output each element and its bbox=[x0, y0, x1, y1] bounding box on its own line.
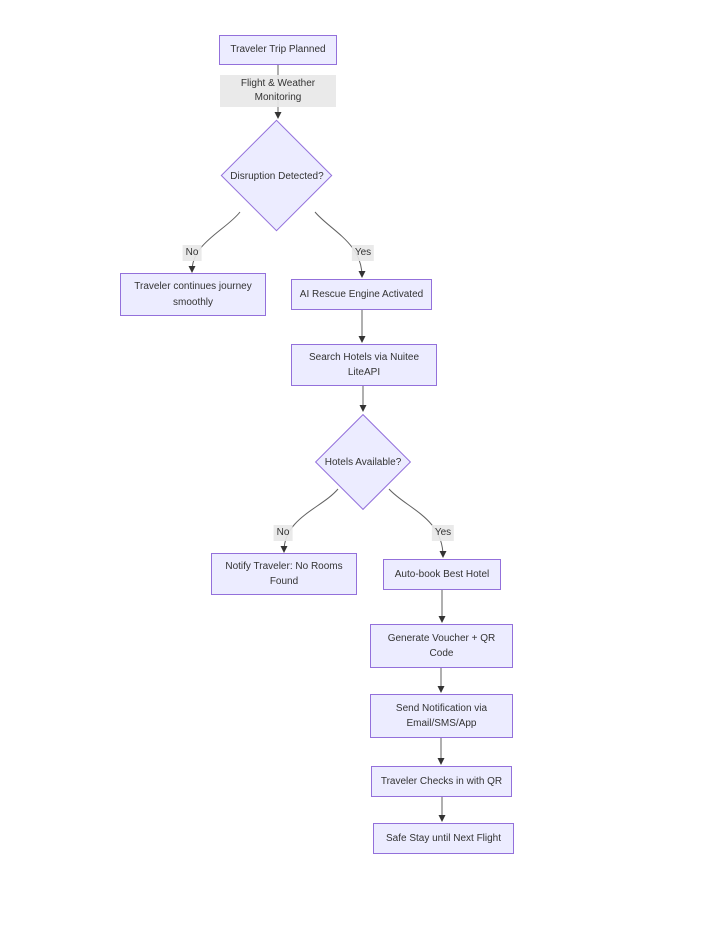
edge-disruption-no bbox=[188, 211, 241, 273]
node-safe-stay: Safe Stay until Next Flight bbox=[373, 823, 514, 854]
node-autobook-best-hotel: Auto-book Best Hotel bbox=[383, 559, 501, 590]
edge-label-flight-weather-monitoring: Flight & Weather Monitoring bbox=[220, 75, 336, 107]
node-traveler-continues-journey: Traveler continues journey smoothly bbox=[120, 273, 266, 316]
decision-hotels-available-label: Hotels Available? bbox=[324, 456, 402, 468]
node-generate-voucher-qr: Generate Voucher + QR Code bbox=[370, 624, 513, 668]
node-traveler-checks-in-qr: Traveler Checks in with QR bbox=[371, 766, 512, 797]
node-notify-no-rooms: Notify Traveler: No Rooms Found bbox=[211, 553, 357, 595]
edge-label-hotels-no: No bbox=[273, 525, 293, 541]
edge-label-disruption-yes: Yes bbox=[351, 245, 375, 261]
edge-disruption-yes bbox=[314, 211, 366, 278]
edge-label-hotels-yes: Yes bbox=[431, 525, 455, 541]
edge-label-disruption-no: No bbox=[182, 245, 202, 261]
node-send-notification: Send Notification via Email/SMS/App bbox=[370, 694, 513, 738]
node-search-hotels-liteapi: Search Hotels via Nuitee LiteAPI bbox=[291, 344, 437, 386]
node-traveler-trip-planned: Traveler Trip Planned bbox=[219, 35, 337, 65]
edge-hotels-yes bbox=[388, 488, 447, 558]
edge-hotels-no bbox=[280, 488, 339, 553]
node-ai-rescue-engine: AI Rescue Engine Activated bbox=[291, 279, 432, 310]
decision-disruption-detected-label: Disruption Detected? bbox=[230, 170, 324, 182]
